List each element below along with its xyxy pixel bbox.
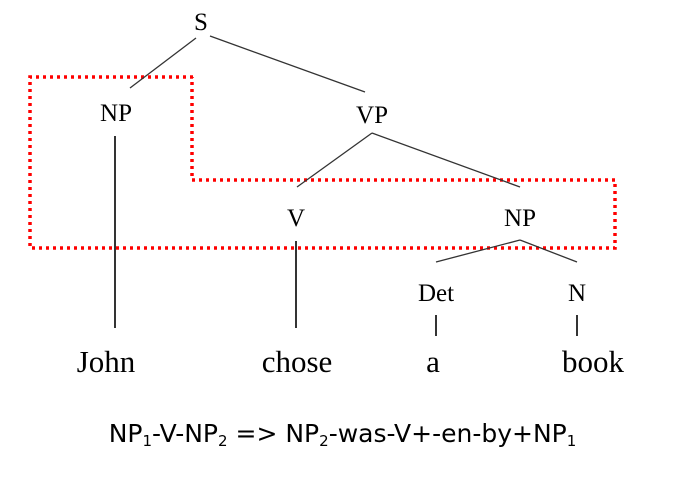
- edge-np-n: [519, 239, 578, 263]
- highlight-boundary: [28, 75, 617, 250]
- leaf-a: a: [426, 344, 440, 379]
- node-s: S: [194, 9, 208, 36]
- rule-np2: NP: [184, 419, 219, 448]
- node-v: V: [287, 205, 305, 232]
- edge-s-np: [129, 37, 197, 89]
- rule-passive-segment: -was-V+-en-by+: [328, 419, 533, 448]
- edge-vp-np: [371, 132, 521, 188]
- rule-np1-result-subscript: 1: [566, 432, 577, 450]
- rule-np2-result-subscript: 2: [319, 432, 329, 450]
- rule-np2-result: NP: [285, 419, 320, 448]
- leaf-chose: chose: [262, 344, 333, 379]
- node-np-object: NP: [504, 205, 536, 232]
- node-np-subject: NP: [100, 100, 132, 127]
- edge-vp-v: [296, 132, 373, 188]
- rule-np1-result: NP: [532, 419, 567, 448]
- node-n: N: [568, 280, 586, 307]
- edge-np-det: [435, 239, 521, 263]
- leaf-john: John: [77, 344, 136, 379]
- rule-np1: NP: [108, 419, 143, 448]
- node-det: Det: [418, 280, 454, 307]
- rule-v-segment: -V-: [152, 419, 185, 448]
- rule-np2-subscript: 2: [218, 432, 228, 450]
- edge-s-vp: [209, 35, 366, 93]
- rule-np1-subscript: 1: [142, 432, 153, 450]
- rule-arrow: =>: [227, 419, 286, 448]
- node-vp: VP: [356, 102, 388, 129]
- transformation-rule: NP1-V-NP2 => NP2-was-V+-en-by+NP1: [0, 419, 685, 450]
- leaf-book: book: [562, 344, 625, 379]
